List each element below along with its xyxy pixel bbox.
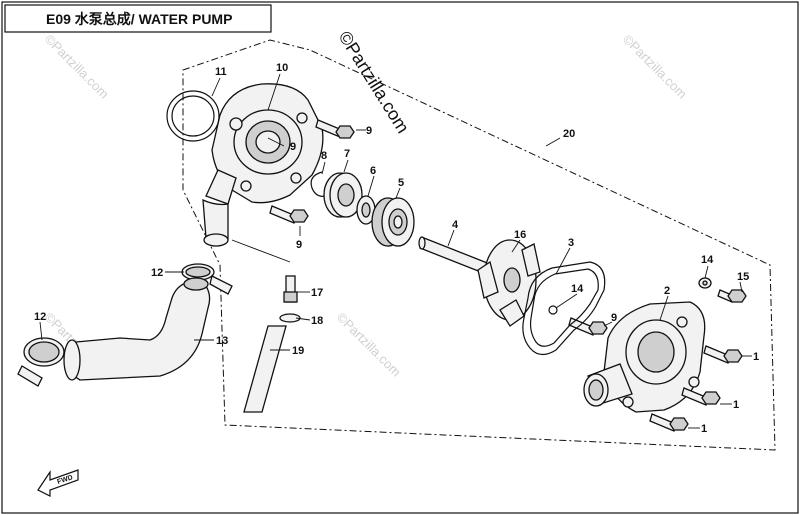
- callout-9: 9: [290, 141, 296, 153]
- part-gasket-hole: [548, 305, 558, 315]
- part-hose-clamp: [181, 263, 233, 295]
- part-hose: [67, 281, 211, 381]
- callout-14: 14: [571, 283, 584, 295]
- callout-20: 20: [563, 128, 575, 140]
- callout-15: 15: [737, 271, 749, 283]
- part-hose-end: [63, 339, 81, 381]
- callout-10: 10: [276, 62, 288, 74]
- callout-19: 19: [292, 345, 304, 357]
- part-bolt: [681, 387, 721, 406]
- watermark-main: ©Partzilla.com: [335, 28, 414, 137]
- callout-9: 9: [366, 125, 372, 137]
- forward-label: FWD: [56, 474, 73, 486]
- callout-12: 12: [34, 311, 46, 323]
- part-circlip: [310, 171, 327, 197]
- callout-1: 1: [701, 423, 707, 435]
- part-gasket-inner: [529, 268, 599, 347]
- part-pump-cover: [202, 83, 324, 247]
- callout-9: 9: [611, 312, 617, 324]
- part-bolt: [568, 317, 608, 336]
- callout-8: 8: [321, 150, 327, 162]
- callout-9: 9: [296, 239, 302, 251]
- callout-14: 14: [701, 254, 714, 266]
- forward-arrow-icon: FWD: [37, 469, 79, 497]
- part-bearing: [323, 172, 363, 218]
- callout-18: 18: [311, 315, 323, 327]
- part-washer: [356, 195, 376, 225]
- callout-17: 17: [311, 287, 323, 299]
- part-impeller: [477, 239, 541, 327]
- leader-lines: [39, 73, 752, 429]
- callout-1: 1: [733, 399, 739, 411]
- part-bolt: [703, 345, 743, 364]
- assembly-boundary: [182, 39, 776, 451]
- callout-5: 5: [398, 177, 404, 189]
- callout-4: 4: [452, 219, 459, 231]
- part-bolt: [649, 413, 689, 432]
- callout-labels: 11 10 9 9 8 7 6 5 4 3 2 1 1 1 9 9 12 12 …: [34, 62, 759, 435]
- part-bolt: [269, 205, 309, 224]
- part-washer-14-hole: [702, 280, 708, 286]
- part-seal-washer: [279, 313, 301, 323]
- callout-7: 7: [344, 148, 350, 160]
- watermark-faint: ©Partzilla.com: [42, 32, 112, 102]
- callout-1: 1: [753, 351, 759, 363]
- part-bleed-screw: [283, 275, 298, 303]
- part-hose-end: [183, 277, 209, 291]
- part-hose-clamp: [17, 337, 65, 387]
- watermark-faint: ©Partzilla.com: [620, 32, 690, 102]
- part-gasket: [522, 261, 606, 356]
- part-tube: [243, 325, 287, 413]
- callout-3: 3: [568, 237, 574, 249]
- part-pump-housing: [583, 301, 706, 413]
- callout-6: 6: [370, 165, 376, 177]
- callout-16: 16: [514, 229, 526, 241]
- part-oring: [166, 90, 220, 142]
- callout-13: 13: [216, 335, 228, 347]
- callout-12: 12: [151, 267, 163, 279]
- part-mechanical-seal: [371, 197, 415, 247]
- title-box: [4, 4, 272, 33]
- callout-11: 11: [215, 66, 227, 78]
- part-oring-inner: [171, 95, 215, 137]
- watermark-faint: ©Partzilla.com: [334, 310, 404, 380]
- part-bolt: [315, 119, 355, 139]
- callout-2: 2: [664, 285, 670, 297]
- diagram-title: E09 水泵总成/ WATER PUMP: [46, 11, 232, 27]
